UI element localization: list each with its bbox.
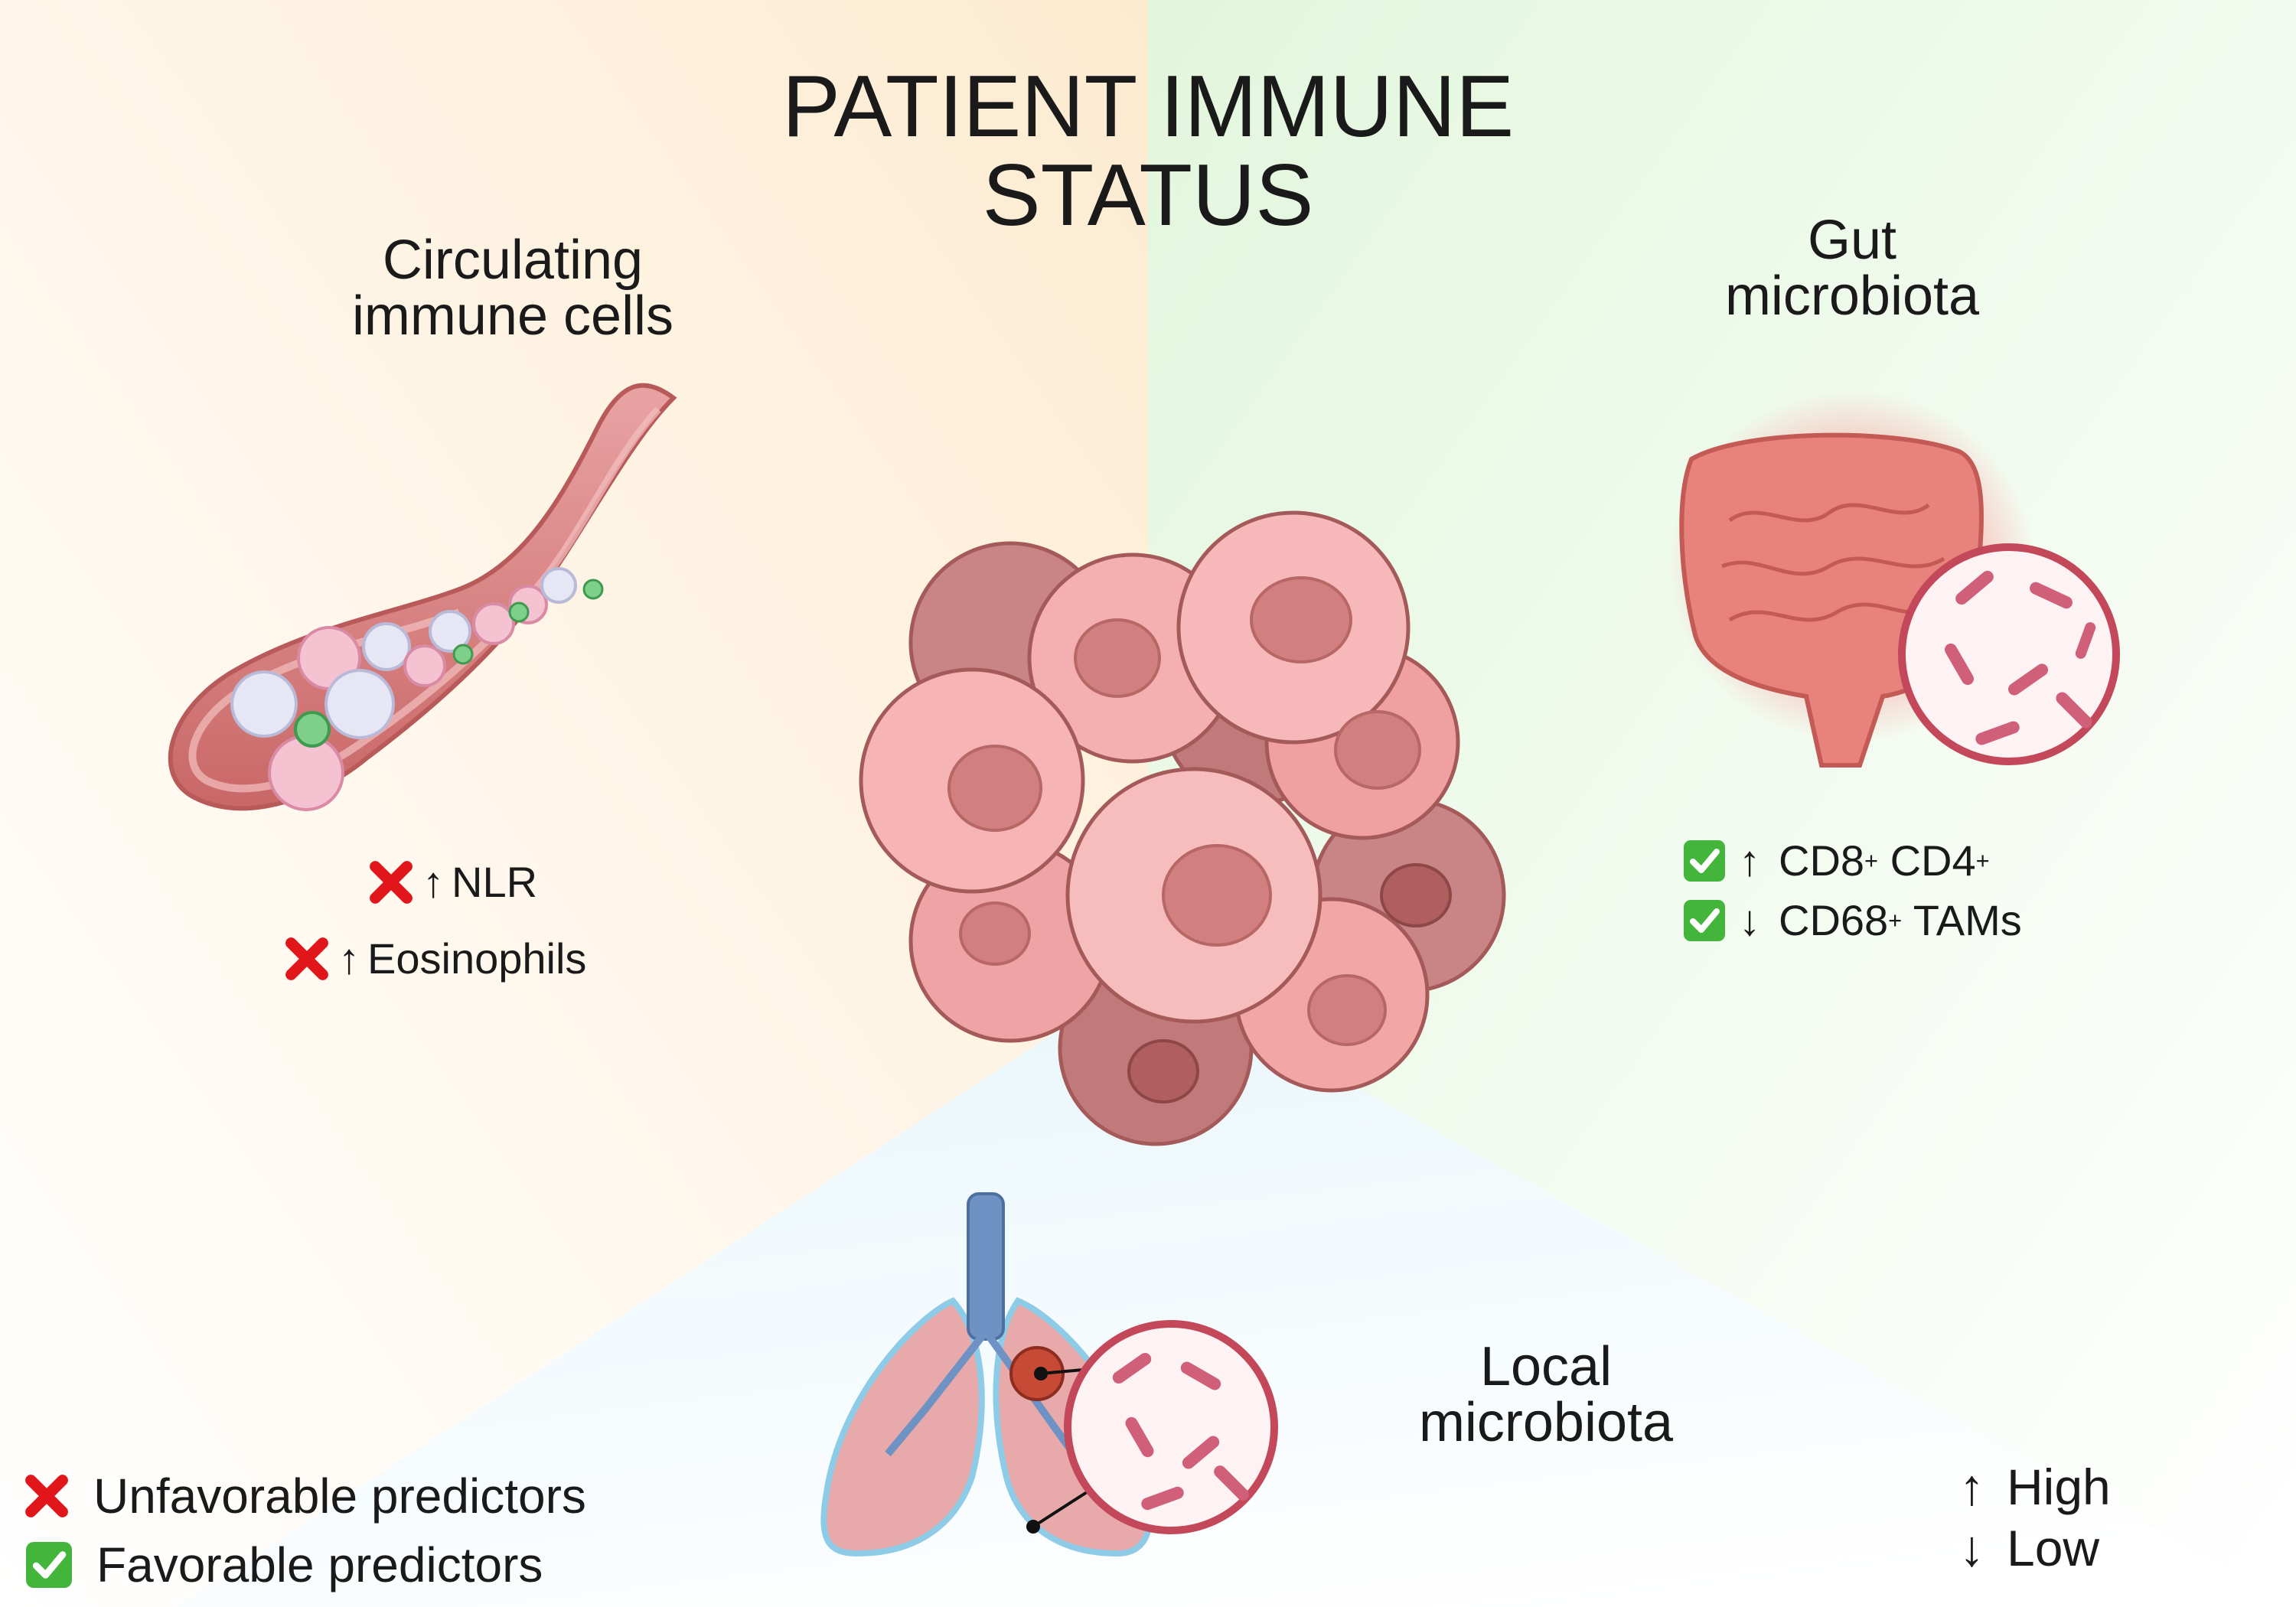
arrow-key-low: ↓ Low <box>1959 1519 2099 1577</box>
title-line-1: PATIENT IMMUNE <box>781 58 1515 155</box>
bacteria-magnifier-icon <box>1898 543 2120 765</box>
predictor-label: NLR <box>452 858 538 906</box>
arrow-down-icon: ↓ <box>1959 1520 1985 1576</box>
check-icon <box>26 1542 72 1588</box>
predictor-label: CD4 <box>1878 836 1976 885</box>
section-title-circulating: Circulating immune cells <box>283 230 742 347</box>
predictor-cd8-cd4: ↑ CD8+ CD4+ <box>1684 836 1990 885</box>
predictor-arrow: ↑ <box>338 934 360 983</box>
predictor-label: Eosinophils <box>367 934 587 983</box>
arrow-key-label: High <box>2007 1459 2111 1515</box>
legend-label: Favorable predictors <box>96 1537 543 1592</box>
x-icon <box>370 860 413 904</box>
predictor-cd68-tams: ↓ CD68+ TAMs <box>1684 895 2022 945</box>
section-title-line: Gut <box>1807 210 1897 271</box>
legend-unfavorable: Unfavorable predictors <box>23 1468 586 1524</box>
predictor-label: CD68 <box>1779 896 1889 944</box>
predictor-nlr: ↑ NLR <box>367 857 537 907</box>
sector-circulating <box>0 0 1148 1607</box>
section-title-line: microbiota <box>1418 1392 1674 1454</box>
predictor-arrow: ↑ <box>1739 836 1760 885</box>
arrow-key-high: ↑ High <box>1959 1458 2111 1516</box>
bacteria-magnifier-icon-local <box>1064 1320 1278 1534</box>
x-icon <box>285 937 328 980</box>
page-title: PATIENT IMMUNE STATUS <box>689 58 1607 245</box>
predictor-label: CD8 <box>1779 836 1865 885</box>
predictor-eosinophils: ↑ Eosinophils <box>283 934 586 983</box>
legend-label: Unfavorable predictors <box>93 1468 586 1524</box>
x-icon <box>25 1475 68 1517</box>
section-title-line: Circulating <box>382 230 644 291</box>
section-title-gut: Gut microbiota <box>1623 210 2082 328</box>
section-title-line: microbiota <box>1724 266 1980 328</box>
legend-favorable: Favorable predictors <box>26 1537 543 1593</box>
tumor-cell-cluster-icon <box>859 510 1506 1146</box>
blood-vessel-icon <box>168 383 677 811</box>
sector-local <box>176 972 2296 1607</box>
section-title-local: Local microbiota <box>1316 1336 1776 1454</box>
check-icon <box>1684 839 1725 882</box>
arrow-up-icon: ↑ <box>1959 1459 1985 1515</box>
title-line-2: STATUS <box>982 147 1314 245</box>
predictor-label: TAMs <box>1902 896 2022 944</box>
section-title-line: immune cells <box>351 285 674 347</box>
predictor-arrow: ↑ <box>422 858 444 906</box>
sector-gut <box>1148 0 2296 1607</box>
section-title-line: Local <box>1479 1336 1613 1397</box>
arrow-key-label: Low <box>2007 1520 2100 1576</box>
predictor-arrow: ↓ <box>1739 896 1760 944</box>
check-icon <box>1684 899 1725 941</box>
